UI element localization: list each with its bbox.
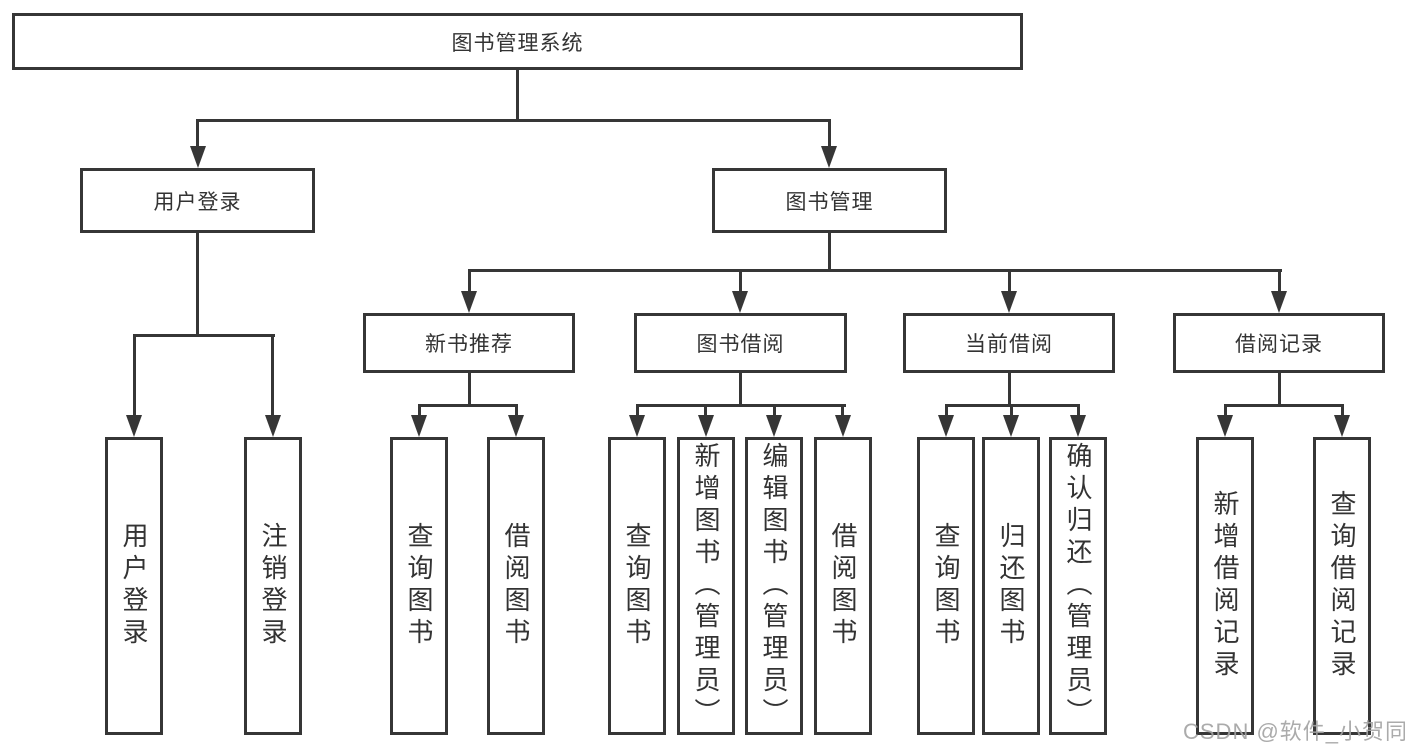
leaf-borrow-add-books-admin: 新增图书（管理员） [677,437,735,735]
leaf-current-return-books-label: 归还图书 [996,522,1026,650]
leaf-current-confirm-return-admin-label: 确认归还（管理员） [1063,442,1093,730]
arrow-down-icon [1003,415,1019,437]
arrow-down-icon [821,146,837,168]
leaf-newrec-borrow-books: 借阅图书 [487,437,545,735]
node-book-management: 图书管理 [712,168,947,233]
connector-line [196,233,199,337]
leaf-newrec-query-books-label: 查询图书 [404,522,434,650]
connector-line [133,334,275,337]
leaf-newrec-borrow-books-label: 借阅图书 [501,522,531,650]
arrow-down-icon [938,415,954,437]
node-book-management-label: 图书管理 [785,190,874,214]
connector-line [1010,404,1013,416]
arrow-down-icon [629,415,645,437]
node-library-system: 图书管理系统 [12,13,1023,70]
leaf-current-confirm-return-admin: 确认归还（管理员） [1049,437,1107,735]
leaf-borrow-borrow-books: 借阅图书 [814,437,872,735]
leaf-borrow-query-books-label: 查询图书 [622,522,652,650]
arrow-down-icon [766,415,782,437]
leaf-current-return-books: 归还图书 [982,437,1040,735]
leaf-newrec-query-books: 查询图书 [390,437,448,735]
arrow-down-icon [1070,415,1086,437]
node-new-book-recommend-label: 新书推荐 [425,333,513,356]
connector-line [515,404,518,416]
connector-line [271,334,274,416]
leaf-records-query-record-label: 查询借阅记录 [1327,490,1357,682]
node-book-borrowing: 图书借阅 [634,313,847,373]
leaf-records-add-record-label: 新增借阅记录 [1210,490,1240,682]
arrow-down-icon [1001,291,1017,313]
arrow-down-icon [411,415,427,437]
connector-line [1224,404,1227,416]
connector-line [704,404,707,416]
node-current-borrowing: 当前借阅 [903,313,1115,373]
leaf-logout-label: 注销登录 [258,522,288,650]
node-user-login: 用户登录 [80,168,315,233]
arrow-down-icon [265,415,281,437]
connector-line [841,404,844,416]
connector-line [739,373,742,407]
arrow-down-icon [508,415,524,437]
arrow-down-icon [835,415,851,437]
leaf-borrow-add-books-admin-label: 新增图书（管理员） [691,442,721,730]
node-borrowing-records: 借阅记录 [1173,313,1385,373]
connector-line [636,404,639,416]
connector-line [418,404,518,407]
arrow-down-icon [1271,291,1287,313]
connector-line [196,119,830,122]
arrow-down-icon [698,415,714,437]
arrow-down-icon [461,291,477,313]
connector-line [196,119,199,147]
node-book-borrowing-label: 图书借阅 [696,333,785,356]
connector-line [1341,404,1344,416]
leaf-borrow-edit-books-admin-label: 编辑图书（管理员） [759,442,789,730]
connector-line [468,269,471,293]
leaf-records-add-record: 新增借阅记录 [1196,437,1254,735]
node-user-login-label: 用户登录 [153,190,242,214]
arrow-down-icon [1334,415,1350,437]
arrow-down-icon [732,291,748,313]
connector-line [828,233,831,272]
connector-line [1278,269,1281,293]
leaf-current-query-books-label: 查询图书 [931,522,961,650]
connector-line [468,269,1282,272]
connector-line [418,404,421,416]
leaf-user-login: 用户登录 [105,437,163,735]
connector-line [1224,404,1344,407]
arrow-down-icon [1217,415,1233,437]
leaf-records-query-record: 查询借阅记录 [1313,437,1371,735]
connector-line [1278,373,1281,407]
leaf-logout: 注销登录 [244,437,302,735]
node-library-system-label: 图书管理系统 [451,31,584,55]
arrow-down-icon [126,415,142,437]
leaf-current-query-books: 查询图书 [917,437,975,735]
connector-line [1008,269,1011,293]
connector-line [1077,404,1080,416]
connector-line [1008,373,1011,407]
connector-line [773,404,776,416]
connector-line [468,373,471,407]
connector-line [739,269,742,293]
arrow-down-icon [190,146,206,168]
leaf-borrow-borrow-books-label: 借阅图书 [828,522,858,650]
connector-line [945,404,948,416]
connector-line [828,119,831,147]
node-current-borrowing-label: 当前借阅 [965,333,1053,356]
connector-line [636,404,846,407]
connector-line [133,334,136,416]
leaf-borrow-edit-books-admin: 编辑图书（管理员） [745,437,803,735]
node-borrowing-records-label: 借阅记录 [1235,333,1323,356]
connector-line [516,70,519,121]
csdn-watermark: CSDN @软件_小贺同学 [1183,719,1405,744]
leaf-borrow-query-books: 查询图书 [608,437,666,735]
node-new-book-recommend: 新书推荐 [363,313,575,373]
leaf-user-login-label: 用户登录 [119,522,149,650]
